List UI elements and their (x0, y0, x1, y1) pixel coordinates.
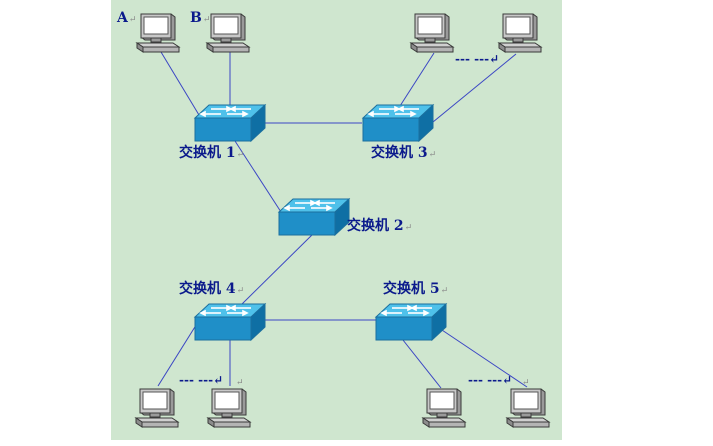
switch-label-1: 交换机 1↵ (179, 145, 245, 161)
links (157, 51, 528, 389)
pc-label-a: A↵ (117, 10, 137, 26)
link-s5-pc-br (432, 323, 528, 388)
switch-icon (375, 303, 447, 341)
link-s2-s4 (240, 231, 316, 306)
pc-label-b: B↵ (190, 10, 211, 26)
switch-icon (362, 104, 434, 142)
paragraph-mark-bottom-left-pc: ↵ (236, 378, 244, 388)
diagram-graphics (135, 13, 550, 428)
computer-icon (422, 388, 466, 428)
computer-icon (410, 13, 454, 53)
computer-icon (136, 13, 180, 53)
network-diagram: A↵ B↵ 交换机 1↵ 交换机 3↵ 交换机 2↵ 交换机 4↵ 交换机 5↵… (111, 0, 562, 440)
ellipsis-bottom-right: --- ---↵ (468, 373, 513, 387)
switch-label-2: 交换机 2↵ (347, 218, 413, 234)
link-s1-s2 (234, 140, 282, 213)
switch-icon (194, 303, 266, 341)
computer-icon (498, 13, 542, 53)
computer-icon (206, 13, 250, 53)
computer-icon (207, 388, 251, 428)
link-s4-pc-bl (157, 321, 199, 387)
computer-icon (135, 388, 179, 428)
switch-label-5: 交换机 5↵ (383, 281, 449, 297)
switch-label-3: 交换机 3↵ (371, 145, 437, 161)
switch-icon (194, 104, 266, 142)
link-s3-pc-top1 (399, 52, 435, 107)
ellipsis-top-right: --- ---↵ (455, 52, 500, 66)
computer-icon (506, 388, 550, 428)
switch-label-4: 交换机 4↵ (179, 281, 245, 297)
paragraph-mark-bottom-right-pc: ↵ (522, 378, 530, 388)
ellipsis-bottom-left: --- ---↵ (179, 373, 224, 387)
link-a-s1 (160, 51, 200, 116)
link-s3-pc-top2 (432, 53, 517, 123)
switch-icon (278, 198, 350, 236)
link-s5-pc-bl (398, 334, 442, 389)
